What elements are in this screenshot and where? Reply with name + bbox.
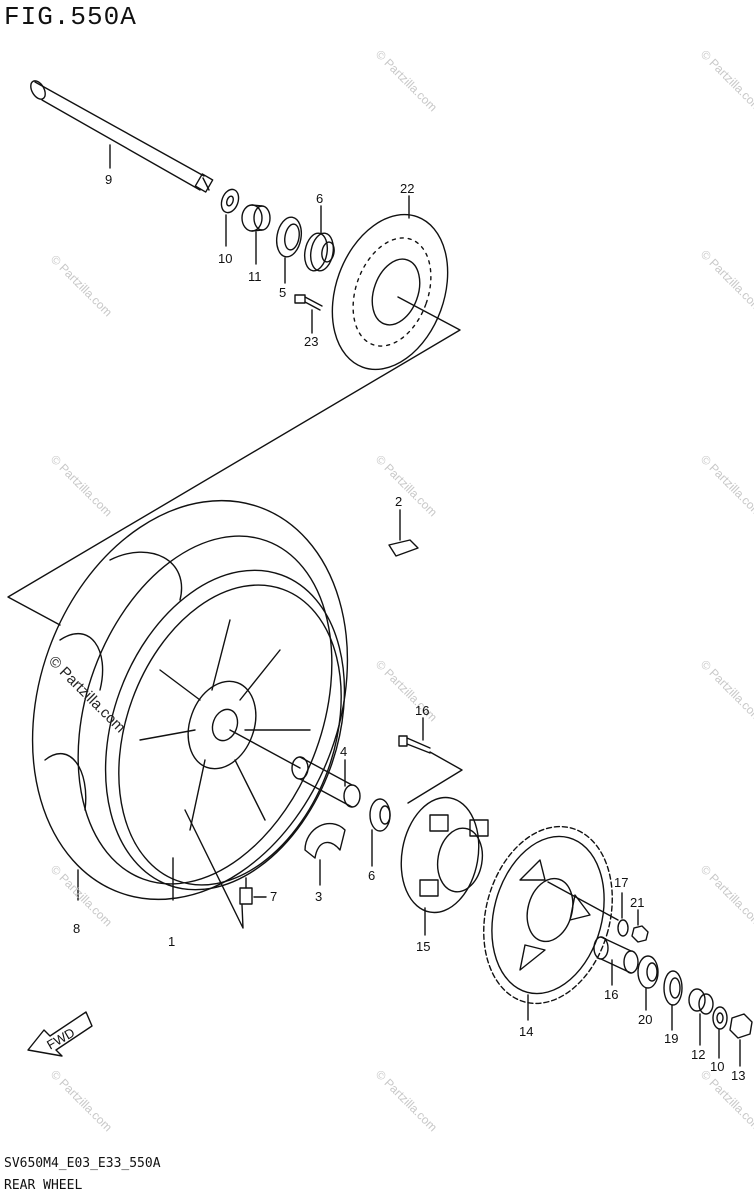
disc-bolt-part[interactable]: [294, 294, 323, 311]
watermark-2: © Partzilla.com: [698, 47, 754, 114]
callout-15[interactable]: 15: [416, 939, 430, 954]
watermark-6: © Partzilla.com: [373, 452, 440, 519]
watermark-12: © Partzilla.com: [48, 1067, 115, 1134]
valve-part[interactable]: [239, 877, 253, 905]
oil-seal-right-part[interactable]: [663, 970, 683, 1006]
clip-part[interactable]: [388, 539, 419, 557]
callout-10b[interactable]: 10: [710, 1059, 724, 1074]
axle-part[interactable]: [28, 78, 214, 193]
watermark-10: © Partzilla.com: [48, 862, 115, 929]
callout-1[interactable]: 1: [168, 934, 175, 949]
callout-5[interactable]: 5: [279, 285, 286, 300]
tire-part[interactable]: [0, 456, 401, 944]
spacer-part[interactable]: [291, 756, 361, 808]
callout-11[interactable]: 11: [248, 269, 262, 284]
figure-title: FIG.550A: [4, 2, 137, 32]
callout-6a[interactable]: 6: [316, 191, 323, 206]
sprocket-mount-drum-part[interactable]: [393, 791, 489, 918]
callout-8[interactable]: 8: [73, 921, 80, 936]
watermark-8: © Partzilla.com: [373, 657, 440, 724]
oil-seal-part[interactable]: [274, 215, 305, 259]
wheel-part[interactable]: [63, 537, 386, 924]
callout-21[interactable]: 21: [630, 895, 644, 910]
sprocket-spacer-part[interactable]: [593, 936, 639, 974]
model-code: SV650M4_E03_E33_550A: [4, 1156, 161, 1171]
spacer-left-part[interactable]: [241, 204, 271, 232]
bearing-part[interactable]: [637, 955, 659, 989]
spacer-right-part[interactable]: [688, 988, 714, 1015]
callout-16[interactable]: 16: [604, 987, 618, 1002]
callout-17[interactable]: 16: [415, 703, 429, 718]
callout-9[interactable]: 9: [105, 172, 112, 187]
watermark-11: © Partzilla.com: [698, 862, 754, 929]
watermark-1: © Partzilla.com: [373, 47, 440, 114]
callout-7[interactable]: 7: [270, 889, 277, 904]
washer-right-part[interactable]: [712, 1006, 728, 1030]
callout-23[interactable]: 23: [304, 334, 318, 349]
watermark-3: © Partzilla.com: [48, 252, 115, 319]
bearing-right-part[interactable]: [369, 798, 391, 832]
watermark-5: © Partzilla.com: [48, 452, 115, 519]
washer-part[interactable]: [617, 919, 629, 937]
section-name: REAR WHEEL: [4, 1178, 83, 1193]
callout-6b[interactable]: 6: [368, 868, 375, 883]
callout-13[interactable]: 13: [731, 1068, 745, 1083]
watermark-14: © Partzilla.com: [698, 1067, 754, 1134]
callout-19[interactable]: 19: [664, 1031, 678, 1046]
callout-22[interactable]: 22: [400, 181, 414, 196]
callout-12[interactable]: 12: [691, 1047, 705, 1062]
callout-18[interactable]: 17: [614, 875, 628, 890]
fwd-arrow-icon: [27, 1011, 93, 1057]
callout-3[interactable]: 3: [315, 889, 322, 904]
watermark-9: © Partzilla.com: [698, 657, 754, 724]
watermark-13: © Partzilla.com: [373, 1067, 440, 1134]
nut-part[interactable]: [631, 925, 649, 943]
bearing-left-part[interactable]: [302, 231, 336, 272]
sprocket-part[interactable]: [465, 812, 631, 1018]
watermark-main: © Partzilla.com: [45, 653, 128, 736]
callout-14[interactable]: 14: [519, 1024, 533, 1039]
callout-20[interactable]: 20: [638, 1012, 652, 1027]
bolt-part[interactable]: [398, 735, 431, 754]
callout-labels: 9 10 11 5 6 23 22 2 16 4 6 3 7 1 8 15 17…: [73, 172, 745, 1083]
washer-left-part[interactable]: [218, 187, 241, 215]
callout-4[interactable]: 4: [340, 744, 347, 759]
watermark-4: © Partzilla.com: [698, 247, 754, 314]
callout-10a[interactable]: 10: [218, 251, 232, 266]
axle-nut-part[interactable]: [729, 1013, 753, 1039]
damper-part[interactable]: [304, 822, 346, 859]
brake-disc-part[interactable]: [312, 198, 468, 385]
callout-2[interactable]: 2: [395, 494, 402, 509]
watermark-7: © Partzilla.com: [698, 452, 754, 519]
